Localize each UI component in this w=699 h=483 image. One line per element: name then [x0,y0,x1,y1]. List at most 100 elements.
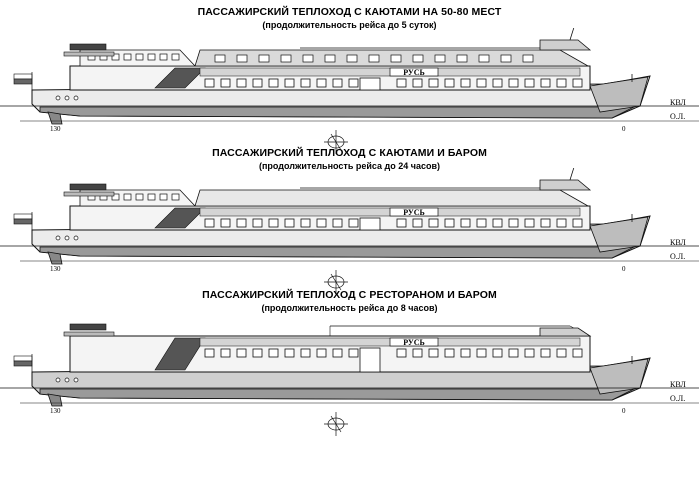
upper-deck-window [522,54,534,63]
main-deck-window [476,348,487,358]
ship-name: РУСЬ [403,208,425,217]
main-deck-window [524,348,535,358]
upper-deck-window [324,54,336,63]
main-deck-window [220,348,231,358]
frame-mark-130: 130 [50,407,61,415]
ship-name: РУСЬ [403,338,425,347]
porthole [55,235,61,241]
main-door [359,77,381,91]
upper-deck-window [258,54,270,63]
main-deck-window [284,218,295,228]
lifeboat [63,331,115,337]
upper-deck-window [159,53,168,61]
main-deck-window [332,78,343,88]
upper-deck-window [456,54,468,63]
main-deck-window [508,218,519,228]
rudder [47,393,63,407]
main-deck-window [252,348,263,358]
main-deck-window [492,218,503,228]
ship-name-plate: РУСЬ [389,337,439,347]
flag-dark [13,360,33,367]
flag-dark [13,78,33,85]
porthole [55,377,61,383]
porthole [55,95,61,101]
main-deck-window [316,348,327,358]
porthole [64,377,70,383]
name-plate-frame [389,337,439,347]
ship-name: РУСЬ [403,68,425,77]
ship-1-title: ПАССАЖИРСКИЙ ТЕПЛОХОД С КАЮТАМИ НА 50-80… [197,6,502,18]
main-deck-window [300,348,311,358]
main-deck-window [284,348,295,358]
main-deck-window [332,218,343,228]
main-deck-window [476,218,487,228]
main-deck-window [236,218,247,228]
lifeboat [63,191,115,197]
accent-stripe [154,67,206,89]
main-deck-window [396,348,407,358]
main-deck-window [204,78,215,88]
main-deck-window [316,218,327,228]
porthole [73,377,79,383]
frame-mark-0: 0 [622,125,626,133]
main-deck-window [300,78,311,88]
main-deck-window [332,348,343,358]
upper-deck-window [500,54,512,63]
upper-deck-window [236,54,248,63]
main-deck-window [428,218,439,228]
main-door [359,347,381,373]
upper-deck [194,189,590,207]
ship-name-plate: РУСЬ [389,67,439,77]
ol-label: О.Л. [670,252,685,261]
upper-deck-window [123,53,132,61]
flag-white [13,213,33,220]
main-deck-window [556,218,567,228]
main-deck-window [524,78,535,88]
midship-symbol-diag [330,133,342,151]
main-deck-window [492,78,503,88]
main-deck-window [300,218,311,228]
main-deck-window [204,348,215,358]
upper-deck-window [171,53,180,61]
main-deck-window [444,218,455,228]
ol-label: О.Л. [670,394,685,403]
main-deck-window [572,348,583,358]
midship-symbol-diag [330,415,342,433]
main-deck-window [204,218,215,228]
upper-deck-window [280,54,292,63]
main-deck-window [348,348,359,358]
main-deck-window [492,348,503,358]
kvl-label: КВЛ [670,380,686,389]
main-deck-window [236,78,247,88]
main-deck-window [348,78,359,88]
porthole [73,95,79,101]
ship-3-subtitle: (продолжительность рейса до 8 часов) [261,303,438,313]
main-deck-window [412,348,423,358]
upper-deck-window [368,54,380,63]
main-deck-window [444,348,455,358]
upper-deck-window [346,54,358,63]
main-deck-window [284,78,295,88]
ship-1-subtitle: (продолжительность рейса до 5 суток) [262,20,437,30]
ship-2-title: ПАССАЖИРСКИЙ ТЕПЛОХОД С КАЮТАМИ И БАРОМ [212,147,487,159]
midship-symbol-diag [330,273,342,291]
main-deck-window [540,218,551,228]
frame-mark-130: 130 [50,125,61,133]
kvl-label: КВЛ [670,238,686,247]
main-deck-window [268,348,279,358]
accent-stripe [154,337,206,371]
wheelhouse [539,179,592,191]
upper-deck-window [111,53,120,61]
upper-deck-window [135,53,144,61]
funnel [69,323,107,331]
name-plate-frame [389,207,439,217]
main-deck-window [396,218,407,228]
main-deck-window [556,348,567,358]
upper-deck-window [214,54,226,63]
ol-label: О.Л. [670,112,685,121]
main-deck-window [540,348,551,358]
main-door [359,217,381,231]
